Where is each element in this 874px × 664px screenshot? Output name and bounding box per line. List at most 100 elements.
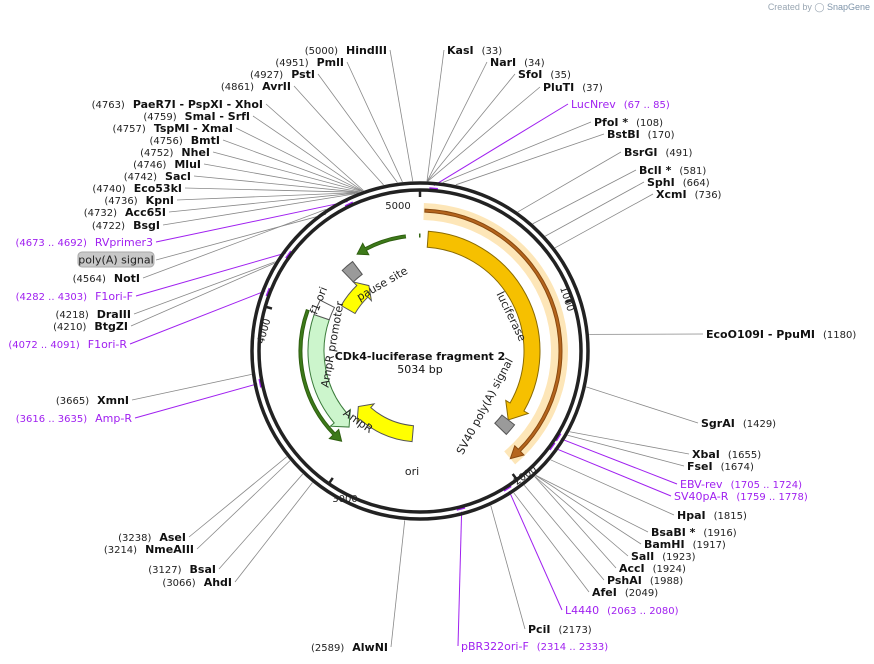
ampr-promoter-box[interactable] [313,299,336,321]
enzyme-bsai[interactable]: BsaI [190,563,216,576]
enzyme-sali[interactable]: SalI [631,550,654,563]
enzyme-hindiii[interactable]: HindIII [346,44,387,57]
feature-label-ori: ori [405,465,419,478]
enzyme-ecoo109i-ppumi[interactable]: EcoO109I - PpuMI [706,328,815,341]
enzyme-position-xcmi: (736) [695,190,722,201]
enzyme-position-hpai: (1815) [714,511,747,522]
leader-line [142,209,327,279]
primer-f1ori-r[interactable]: F1ori-R [88,338,128,351]
primer-l4440[interactable]: L4440 [565,604,599,617]
enzyme-fsei[interactable]: FseI [687,460,713,473]
feature-arrows [298,203,568,465]
enzyme-xmni[interactable]: XmnI [97,394,129,407]
primer-ebv-rev[interactable]: EBV-rev [680,478,723,491]
primer-site-mark [555,433,562,442]
leader-lines [129,49,704,648]
enzyme-nhei[interactable]: NheI [181,146,210,159]
enzyme-position-bsrgi: (491) [665,148,692,159]
leader-line [133,261,276,315]
enzyme-asei[interactable]: AseI [159,531,186,544]
enzyme-pluti[interactable]: PluTI [543,81,574,94]
enzyme-sgrai[interactable]: SgrAI [701,417,735,430]
ori-arrow[interactable] [356,403,415,443]
enzyme-ahdi[interactable]: AhdI [204,576,232,589]
enzyme-position-nmeaiii: (3214) [104,545,137,556]
enzyme-saci[interactable]: SacI [165,170,191,183]
enzyme-hpai[interactable]: HpaI [677,509,706,522]
enzyme-psti[interactable]: PstI [291,68,315,81]
enzyme-eco53ki[interactable]: Eco53kI [134,182,182,195]
leader-line [550,459,675,516]
polya-signal-badge[interactable] [77,251,155,268]
enzyme-position-fsei: (1674) [721,462,754,473]
primer-amp-r[interactable]: Amp-R [95,412,132,425]
enzyme-draiii[interactable]: DraIII [97,308,131,321]
leader-line [168,192,358,213]
ampr-arrow[interactable] [307,313,351,428]
enzyme-alwni[interactable]: AlwNI [352,641,388,654]
enzyme-avrii[interactable]: AvrII [262,80,291,93]
tick-label-4000: 4000 [256,318,274,345]
enzyme-tspmi-xmai[interactable]: TspMI - XmaI [154,122,233,135]
enzyme-pshai[interactable]: PshAI [607,574,642,587]
leader-line [545,181,645,237]
enzyme-bsabi[interactable]: BsaBI * [651,526,696,539]
primer-site-mark [548,442,556,451]
enzyme-kasi[interactable]: KasI [447,44,474,57]
enzyme-position-afei: (2049) [625,588,658,599]
primer-f1ori-f[interactable]: F1ori-F [95,290,133,303]
enzyme-pfoi[interactable]: PfoI * [594,116,628,129]
enzyme-nmeaiii[interactable]: NmeAIII [145,543,194,556]
enzyme-kpni[interactable]: KpnI [146,194,174,207]
primer-lucnrev[interactable]: LucNrev [571,98,616,111]
leader-line [457,511,463,647]
luciferase-orf-arrow[interactable] [424,208,563,460]
enzyme-afei[interactable]: AfeI [592,586,617,599]
sv40-polya-box[interactable] [494,414,516,436]
primer-range-l4440: (2063 .. 2080) [607,606,679,617]
f1-ori-arrow[interactable] [340,281,373,315]
leader-line [265,103,364,191]
enzyme-xcmi[interactable]: XcmI [656,188,687,201]
primer-rvprimer3[interactable]: RVprimer3 [95,236,153,249]
enzyme-position-bamhi: (1917) [693,540,726,551]
enzyme-position-pcii: (2173) [558,625,591,636]
pause-site-box[interactable] [341,260,363,283]
enzyme-acc65i[interactable]: Acc65I [125,206,166,219]
tick-label-5000: 5000 [385,201,410,212]
primer-pbr322ori-f[interactable]: pBR322ori-F [461,640,529,653]
enzyme-acci[interactable]: AccI [619,562,645,575]
enzyme-btgzi[interactable]: BtgZI [94,320,128,333]
enzyme-sfoi[interactable]: SfoI [518,68,542,81]
enzyme-bsrgi[interactable]: BsrGI [624,146,657,159]
enzyme-position-eco53ki: (4740) [92,184,125,195]
leader-line [535,475,649,533]
primer-sv40pa-r[interactable]: SV40pA-R [674,490,729,503]
enzyme-bmti[interactable]: BmtI [191,134,220,147]
enzyme-bamhi[interactable]: BamHI [644,538,685,551]
luciferase-arrow[interactable] [426,230,541,421]
primer-site-mark [429,187,438,190]
leader-line [433,103,569,187]
enzyme-position-acc65i: (4732) [84,208,117,219]
enzyme-bstbi[interactable]: BstBI [607,128,640,141]
enzyme-bsgi[interactable]: BsgI [133,219,160,232]
leader-line [346,61,403,183]
enzyme-pcii[interactable]: PciI [528,623,550,636]
enzyme-noti[interactable]: NotI [114,272,140,285]
enzyme-mlui[interactable]: MluI [174,158,201,171]
snapgene-logo-icon: ◯ [814,2,825,12]
enzyme-pmli[interactable]: PmlI [317,56,344,69]
enzyme-position-hindiii: (5000) [305,46,338,57]
enzyme-bcli[interactable]: BclI * [639,164,672,177]
enzyme-paer7i-pspxi-xhoi[interactable]: PaeR7I - PspXI - XhoI [133,98,263,111]
enzyme-xbai[interactable]: XbaI [692,448,720,461]
leader-line [212,151,362,192]
enzyme-sphi[interactable]: SphI [647,176,675,189]
enzyme-nari[interactable]: NarI [490,56,516,69]
leader-line [184,187,360,193]
leader-line [455,133,605,186]
ampr-orf-arrow[interactable] [298,308,343,442]
enzyme-smai-srfi[interactable]: SmaI - SrfI [185,110,250,123]
